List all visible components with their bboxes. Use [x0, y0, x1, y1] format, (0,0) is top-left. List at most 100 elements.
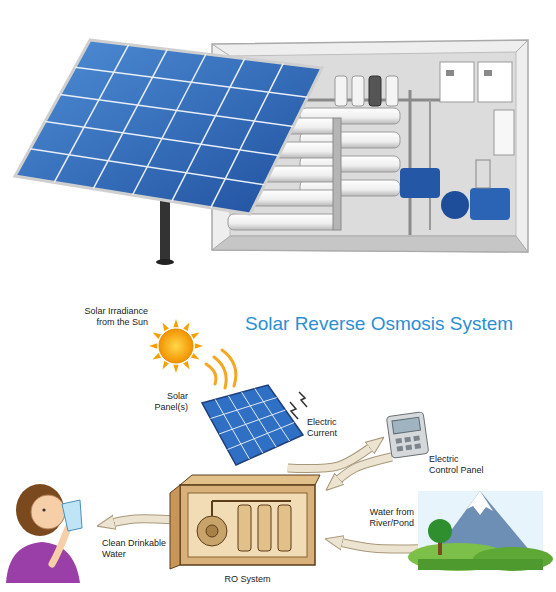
ro-system-shape-part [211, 501, 213, 516]
ro-system-shape-part [238, 505, 251, 551]
person-node: Clean Drinkable Water [2, 478, 97, 583]
water-source-shape-part [436, 491, 530, 551]
sun-rays-part [206, 364, 216, 384]
person-shape-part [62, 500, 82, 531]
solar-array-illustration-part [15, 40, 322, 214]
sun-rays [206, 350, 236, 388]
person-shape-part [42, 508, 45, 511]
sun-shape [150, 320, 202, 372]
flow-connector [338, 457, 392, 480]
water-source-node: Water from River/Pond [418, 485, 543, 570]
solar-panel-shape [190, 383, 305, 468]
water-source-shape [418, 485, 543, 570]
container-illustration-part [400, 168, 440, 198]
solar-array-illustration-part-part [75, 67, 308, 97]
sun-shape-part [149, 343, 157, 348]
sun-shape-part [173, 319, 178, 327]
solar-array-illustration-part-part [60, 94, 293, 126]
water-source-shape-part [418, 559, 543, 570]
flow-connector [341, 542, 418, 548]
lightning-symbol-part [299, 392, 307, 407]
container-illustration-part [484, 70, 492, 76]
connector-outline [113, 519, 170, 523]
container-illustration-part [352, 76, 364, 106]
solar-panel-shape-part [228, 423, 295, 450]
container-illustration-part [335, 76, 347, 106]
container-illustration-part [476, 160, 490, 188]
control-panel-shape-part-part [386, 412, 428, 459]
flow-arrow [338, 457, 392, 480]
container-illustration-part [441, 191, 469, 219]
connector-outline [341, 542, 418, 548]
sun-shape-part [153, 353, 161, 359]
solar-array-illustration [15, 40, 322, 265]
container-illustration-part [386, 76, 398, 106]
ro-system-shape-part [170, 485, 180, 569]
control-panel-shape-part-part [404, 437, 411, 443]
solar-array-illustration-part-part [45, 122, 279, 156]
ro-system-shape-part [180, 485, 315, 565]
solar-array-illustration-part [156, 259, 174, 265]
sun-shape-part [163, 361, 169, 369]
control-panel-shape-part-part [397, 446, 404, 452]
sun-shape-part [191, 333, 199, 339]
lightning-symbol [290, 392, 307, 419]
ro-system-shape-part [197, 516, 227, 546]
sun-shape-part [195, 343, 203, 348]
container-illustration-part [429, 100, 431, 230]
ro-system-node: RO System [170, 475, 325, 570]
connector-outline [338, 457, 392, 480]
control-panel-shape-part-part [395, 438, 402, 444]
sun-node: Solar Irradiance from the Sun [150, 320, 202, 372]
control-panel-shape-part-part [413, 435, 420, 441]
ro-system-shape [170, 475, 325, 570]
sun-shape-part [153, 333, 161, 339]
sun-shape-part [173, 365, 178, 373]
person-shape-part [52, 528, 68, 564]
ro-system-shape-part [180, 475, 320, 485]
sun-shape-part [159, 329, 193, 363]
person-shape-part [16, 484, 64, 536]
node-label: Clean Drinkable Water [102, 538, 172, 560]
ro-system-shape-part [188, 493, 307, 557]
container-illustration-part [494, 110, 514, 155]
control-panel-shape-part-part [405, 445, 412, 451]
sun-shape-part [163, 323, 169, 331]
node-label: RO System [170, 574, 325, 585]
person-shape [2, 478, 97, 583]
sun-shape-part [191, 353, 199, 359]
water-source-shape-part [428, 519, 452, 543]
control-panel-node: Electric Control Panel [385, 412, 430, 457]
sun-rays-part [222, 350, 236, 386]
solar-array-illustration-part [30, 45, 308, 208]
node-label: Electric Control Panel [429, 454, 487, 476]
node-label: Solar Irradiance from the Sun [74, 306, 148, 328]
person-shape-part [31, 495, 65, 529]
container-illustration-part [333, 118, 341, 230]
container-illustration-part [516, 40, 528, 52]
container-illustration-part [478, 62, 512, 102]
solar-panel-shape-part [202, 385, 303, 465]
container-illustration-part [440, 62, 474, 102]
control-panel-shape-part [386, 412, 428, 459]
container-illustration-part [470, 188, 510, 220]
solar-array-illustration-part-part [30, 149, 264, 185]
solar-array-illustration-part-part [211, 63, 283, 207]
node-label: Solar Panel(s) [150, 391, 188, 413]
diagram-title: Solar Reverse Osmosis System [245, 313, 513, 336]
container-illustration-part [409, 90, 412, 235]
lightning-symbol-part [290, 402, 298, 419]
water-source-shape-part [467, 491, 493, 515]
control-panel-shape-part-part [392, 417, 421, 434]
ro-system-shape-part [212, 500, 291, 502]
container-illustration-part [228, 214, 338, 230]
flow-arrow [113, 519, 170, 523]
control-panel-shape-part-part [414, 443, 421, 449]
ro-system-shape-part [278, 505, 291, 551]
container-illustration-part [212, 236, 528, 252]
container-illustration-part [446, 70, 454, 76]
solar-panel-shape-part [211, 398, 277, 419]
flow-connector [113, 519, 170, 523]
